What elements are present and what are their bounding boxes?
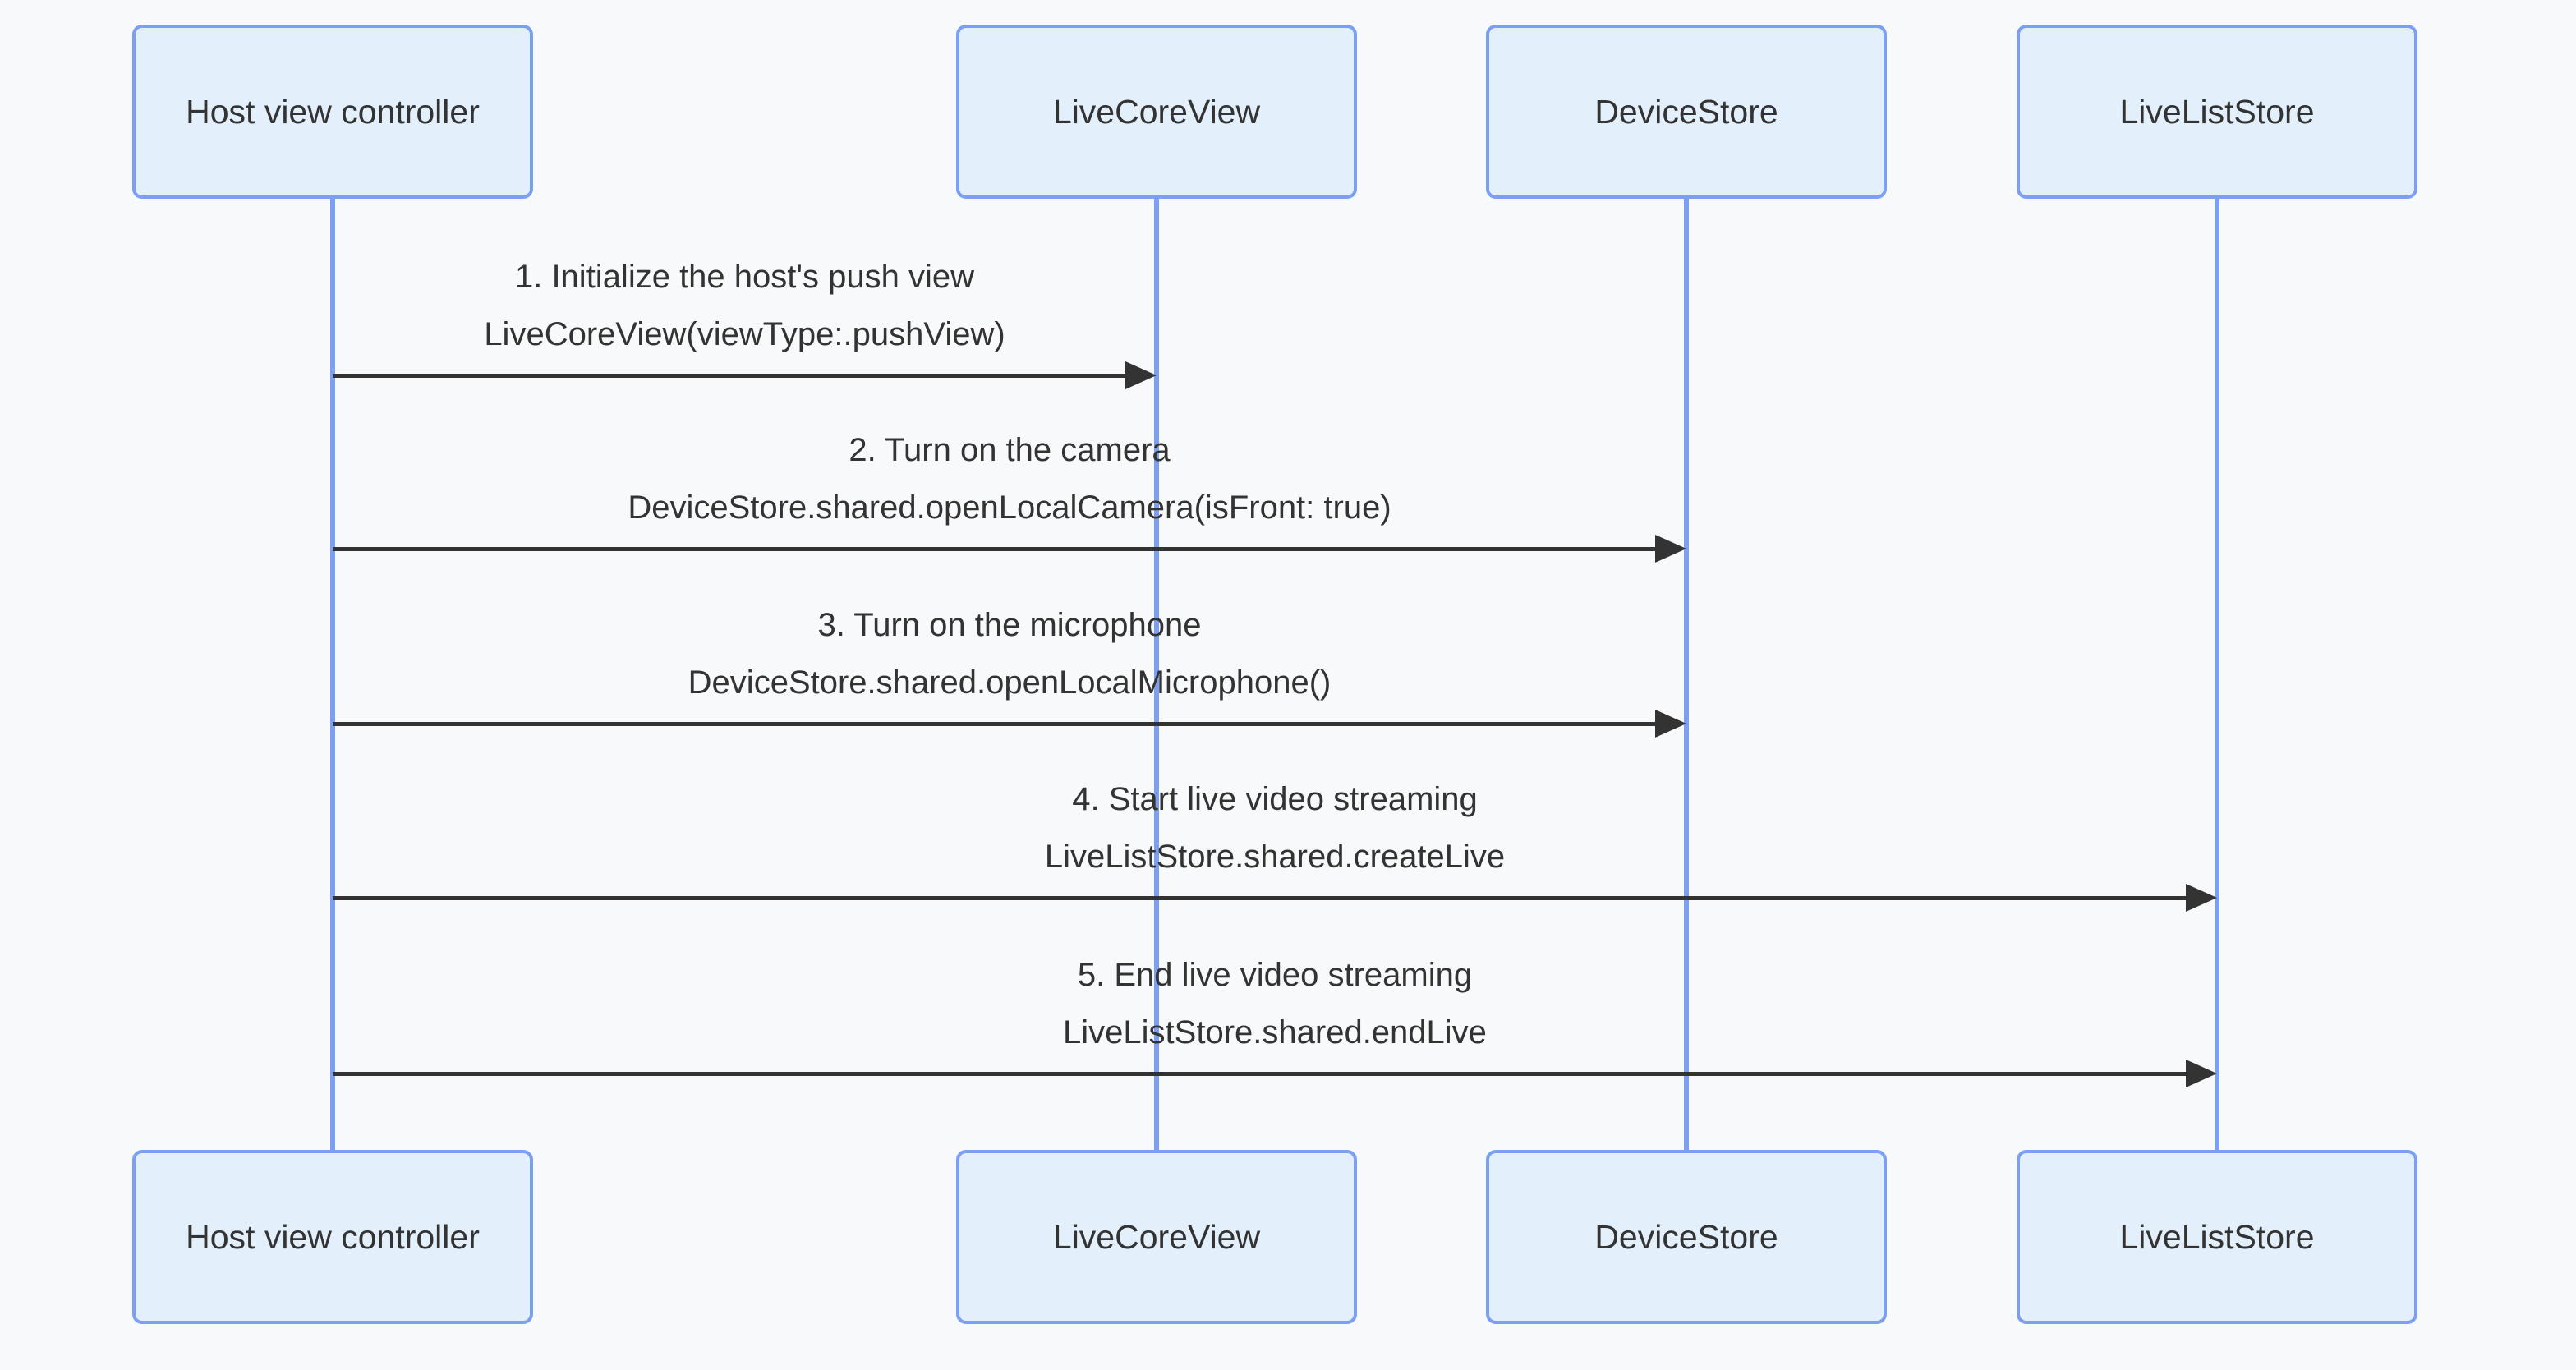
participant-label: LiveListStore: [2119, 92, 2315, 131]
message-call: LiveListStore.shared.endLive: [1063, 1014, 1487, 1050]
message-arrowhead-3: [1655, 710, 1686, 738]
message-arrow-line-2: [333, 547, 1660, 551]
participant-livecoreview-bottom: LiveCoreView: [956, 1150, 1357, 1324]
message-arrow-line-3: [333, 722, 1660, 726]
lifeline-livecoreview: [1154, 195, 1159, 1153]
message-arrow-line-1: [333, 374, 1130, 378]
message-call: LiveListStore.shared.createLive: [1044, 839, 1506, 875]
message-call: DeviceStore.shared.openLocalCamera(isFro…: [628, 490, 1392, 526]
participant-label: LiveCoreView: [1052, 92, 1261, 131]
lifeline-host: [330, 195, 335, 1153]
message-call: DeviceStore.shared.openLocalMicrophone(): [688, 664, 1332, 701]
message-arrowhead-1: [1125, 361, 1157, 389]
message-arrow-line-5: [333, 1072, 2191, 1076]
participant-label: DeviceStore: [1594, 92, 1778, 131]
lifeline-liveliststore: [2215, 195, 2220, 1153]
message-title: 4. Start live video streaming: [1072, 781, 1478, 817]
participant-label: LiveCoreView: [1052, 1217, 1261, 1256]
participant-label: Host view controller: [186, 1217, 480, 1256]
participant-devicestore-top: DeviceStore: [1486, 25, 1887, 199]
message-arrowhead-5: [2186, 1060, 2217, 1087]
participant-liveliststore-bottom: LiveListStore: [2017, 1150, 2417, 1324]
participant-livecoreview-top: LiveCoreView: [956, 25, 1357, 199]
message-title: 1. Initialize the host's push view: [514, 259, 975, 295]
message-title: 2. Turn on the camera: [849, 432, 1171, 468]
participant-host-bottom: Host view controller: [132, 1150, 533, 1324]
participant-liveliststore-top: LiveListStore: [2017, 25, 2417, 199]
message-title: 3. Turn on the microphone: [817, 607, 1202, 643]
message-call: LiveCoreView(viewType:.pushView): [484, 316, 1005, 352]
message-title: 5. End live video streaming: [1077, 957, 1473, 993]
participant-devicestore-bottom: DeviceStore: [1486, 1150, 1887, 1324]
participant-label: LiveListStore: [2119, 1217, 2315, 1256]
participant-host-top: Host view controller: [132, 25, 533, 199]
message-arrow-line-4: [333, 896, 2191, 900]
participant-label: DeviceStore: [1594, 1217, 1778, 1256]
lifeline-devicestore: [1684, 195, 1689, 1153]
message-arrowhead-2: [1655, 535, 1686, 563]
participant-label: Host view controller: [186, 92, 480, 131]
message-arrowhead-4: [2186, 884, 2217, 912]
